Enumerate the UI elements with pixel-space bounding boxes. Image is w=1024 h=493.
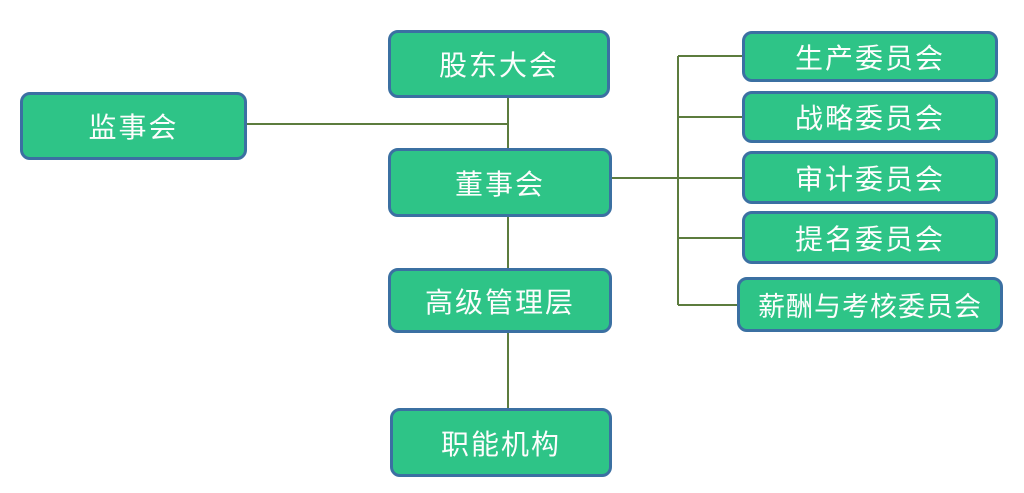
org-node-label: 股东大会	[438, 50, 559, 81]
org-node-label: 职能机构	[440, 428, 561, 460]
org-node-supervisory-board: 监事会	[20, 92, 247, 160]
org-node-nomination-committee: 提名委员会	[742, 211, 998, 264]
org-node-label: 董事会	[454, 168, 545, 200]
org-node-audit-committee: 审计委员会	[742, 151, 998, 204]
org-node-senior-management: 高级管理层	[388, 268, 612, 333]
org-node-label: 审计委员会	[794, 163, 945, 195]
org-node-label: 薪酬与考核委员会	[758, 292, 982, 322]
org-node-label: 提名委员会	[794, 223, 945, 255]
org-node-label: 监事会	[88, 112, 179, 143]
org-node-remuneration-appraisal-committee: 薪酬与考核委员会	[737, 277, 1003, 332]
org-node-label: 战略委员会	[794, 103, 945, 134]
org-node-label: 高级管理层	[424, 286, 575, 318]
org-node-strategy-committee: 战略委员会	[742, 91, 998, 143]
org-node-functional-departments: 职能机构	[390, 408, 612, 477]
org-node-label: 生产委员会	[794, 42, 945, 74]
org-node-board-of-directors: 董事会	[388, 148, 612, 217]
org-node-shareholders-meeting: 股东大会	[388, 30, 610, 98]
org-node-production-committee: 生产委员会	[742, 31, 998, 82]
